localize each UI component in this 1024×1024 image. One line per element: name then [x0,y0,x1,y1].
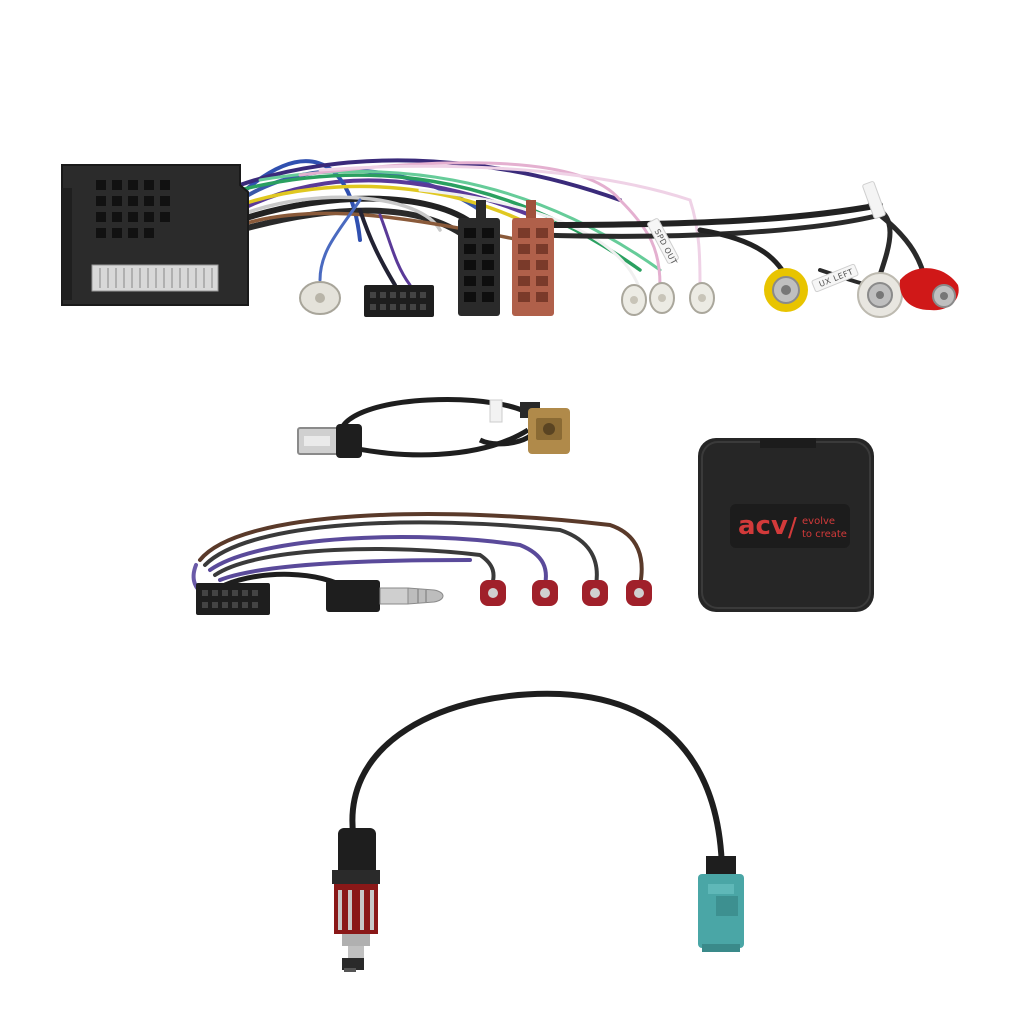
wire-bundle [237,158,928,292]
fakra-connector-teal [698,856,744,952]
cable-tag [489,399,503,423]
brand-logo: acv [738,511,788,541]
bullet-connector-grey [299,281,341,315]
logo-divider: / [788,513,797,543]
din-antenna-plug-icon [332,828,380,972]
3.5mm-jack-icon [326,580,444,612]
rca-plug-white [857,272,903,318]
wire-tag-sleeve [862,181,886,219]
control-interface-box: acv / evolve to create [698,438,874,612]
multipin-connector-small [196,583,270,615]
rca-plug-red [899,268,959,311]
terminal-plugs-red [480,580,652,606]
usb-fakra-cable [297,397,570,458]
quadlock-connector [61,164,249,306]
main-harness: SPD OUT UX LEFT [61,158,959,318]
iso-connector-brown [512,200,554,316]
antenna-adapter-cable [332,690,744,972]
brand-tagline-1: evolve [802,516,835,527]
wire-label-aux-left: UX LEFT [811,263,859,293]
bullet-terminals-white [621,282,715,316]
rca-plug-yellow [764,268,808,312]
logo-panel [730,504,850,548]
fakra-connector-icon [520,402,570,454]
iso-connector-black [458,200,500,316]
multipin-connector [364,285,434,317]
speaker-adapter-harness [191,512,652,615]
usb-plug-icon [297,424,362,458]
brand-tagline-2: to create [802,529,847,540]
